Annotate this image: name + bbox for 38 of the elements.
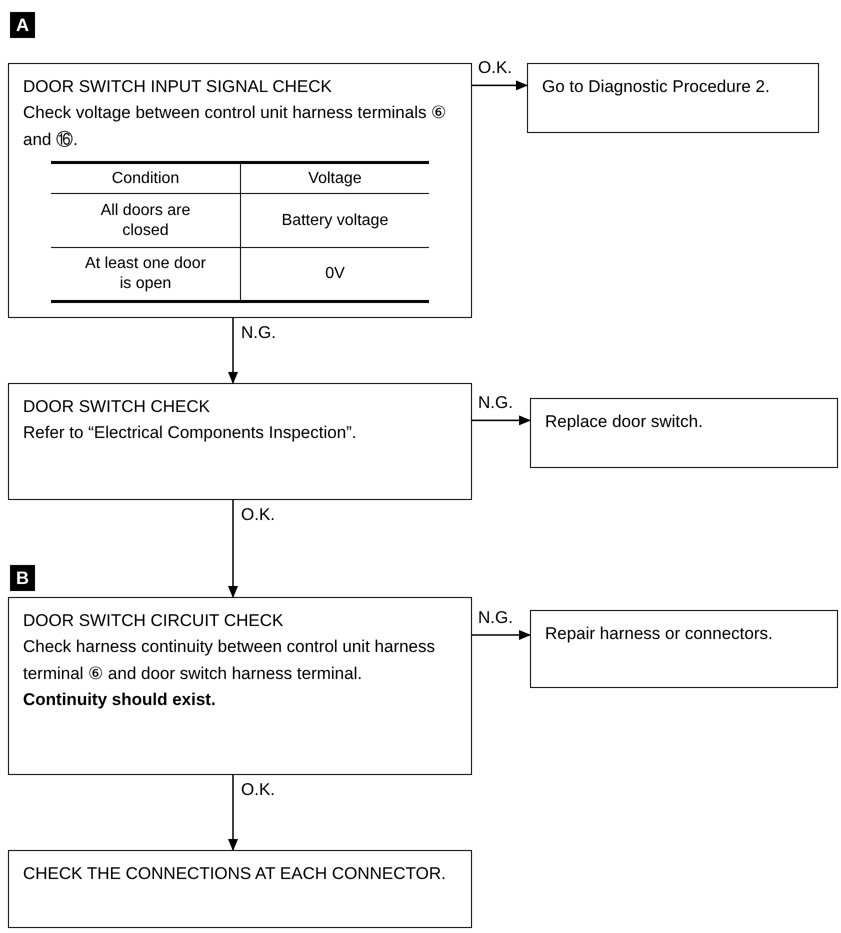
table-cell: Battery voltage bbox=[241, 194, 429, 248]
edge-label: O.K. bbox=[241, 504, 276, 526]
box-text: Check voltage between control unit harness terminals ⑥ and ⑯. bbox=[23, 102, 448, 151]
arrow bbox=[472, 415, 531, 426]
process-box bbox=[8, 63, 472, 318]
arrow bbox=[472, 630, 531, 640]
box-text: Repair harness or connectors. bbox=[545, 623, 774, 645]
edge-label: O.K. bbox=[478, 57, 512, 79]
process-box bbox=[8, 597, 472, 775]
arrow bbox=[228, 500, 238, 598]
arrow bbox=[228, 318, 238, 384]
box-text: Continuity should exist. bbox=[23, 689, 217, 712]
arrow bbox=[228, 775, 238, 851]
table-cell-text: 0V bbox=[324, 264, 346, 284]
section-marker: B bbox=[10, 565, 35, 591]
process-box bbox=[530, 398, 838, 468]
edge-label: N.G. bbox=[478, 606, 513, 628]
box-text: Refer to “Electrical Components Inspection”. bbox=[23, 422, 358, 444]
box-text: Replace door switch. bbox=[545, 411, 704, 433]
box-text: DOOR SWITCH CHECK bbox=[23, 396, 211, 418]
table-header: Voltage bbox=[241, 164, 429, 194]
section-marker: A bbox=[10, 12, 35, 38]
box-text: DOOR SWITCH CIRCUIT CHECK bbox=[23, 610, 284, 632]
edge-label: N.G. bbox=[241, 322, 276, 344]
edge-label: N.G. bbox=[478, 392, 513, 414]
arrow bbox=[472, 80, 528, 90]
edge-label: O.K. bbox=[241, 779, 276, 800]
process-box bbox=[8, 383, 472, 500]
table-cell: At least one door is open bbox=[51, 248, 241, 300]
process-box bbox=[530, 610, 838, 688]
process-box bbox=[8, 850, 472, 928]
box-text: CHECK THE CONNECTIONS AT EACH CONNECTOR. bbox=[23, 863, 447, 885]
table-header: Condition bbox=[51, 164, 241, 194]
box-text: DOOR SWITCH INPUT SIGNAL CHECK bbox=[23, 76, 333, 98]
table-cell: All doors are closed bbox=[51, 194, 241, 248]
box-text: Go to Diagnostic Procedure 2. bbox=[542, 76, 771, 98]
process-box bbox=[527, 63, 819, 133]
box-text: Check harness continuity between control unit harness terminal ⑥ and door switch harness terminal. bbox=[23, 636, 436, 685]
